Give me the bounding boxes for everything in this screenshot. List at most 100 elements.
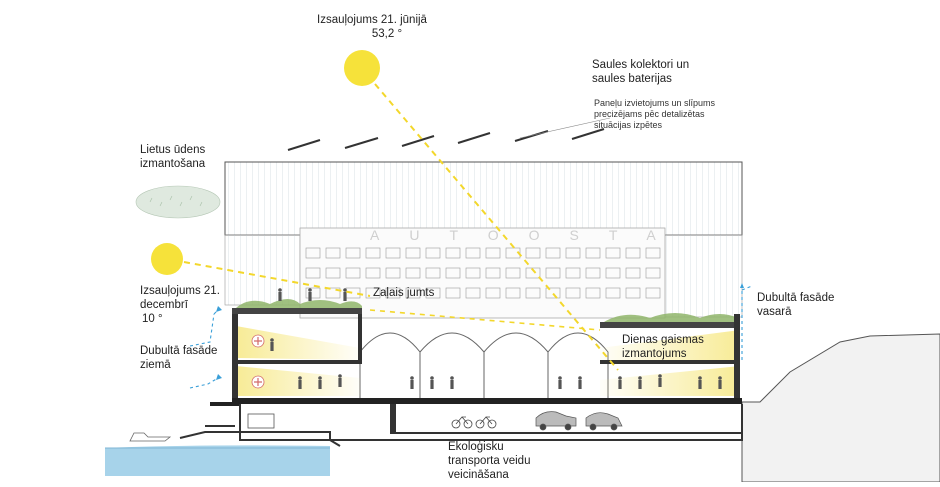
window (325, 247, 341, 259)
window (505, 287, 521, 299)
person-body (618, 380, 622, 389)
window (545, 267, 561, 279)
person-head (410, 376, 414, 380)
window (525, 287, 541, 299)
window (305, 287, 321, 299)
window (345, 267, 361, 279)
van (247, 413, 275, 429)
window (465, 267, 481, 279)
window (365, 287, 381, 299)
person-body (698, 380, 702, 389)
window (565, 287, 581, 299)
airflow-arrows-summer (741, 285, 753, 360)
window (425, 247, 441, 259)
person-head (318, 376, 322, 380)
window (385, 247, 401, 259)
window (445, 287, 461, 299)
rain-cloud (135, 185, 221, 219)
window (545, 287, 561, 299)
window (325, 267, 341, 279)
person-body (578, 380, 582, 389)
people (270, 288, 722, 389)
window (445, 247, 461, 259)
window (505, 247, 521, 259)
person-body (410, 380, 414, 389)
window (365, 267, 381, 279)
person-body (718, 380, 722, 389)
window (505, 267, 521, 279)
person-head (278, 288, 282, 292)
window (585, 287, 601, 299)
window (625, 247, 641, 259)
quay-wall (179, 431, 341, 447)
person-body (638, 380, 642, 389)
person-head (558, 376, 562, 380)
person-body (298, 380, 302, 389)
person-head (718, 376, 722, 380)
person-head (638, 376, 642, 380)
window (605, 267, 621, 279)
window (385, 287, 401, 299)
person-head (338, 374, 342, 378)
window (585, 247, 601, 259)
ground-slab (232, 398, 742, 404)
person-body (270, 342, 274, 351)
green-roof-label: Zaļais jumts (373, 287, 435, 299)
window (525, 247, 541, 259)
window (605, 247, 621, 259)
cars (535, 411, 623, 431)
window (365, 247, 381, 259)
window (625, 267, 641, 279)
window (605, 287, 621, 299)
window (305, 267, 321, 279)
winter-light-beam-upper (236, 326, 360, 360)
existing-building (299, 227, 666, 319)
window (445, 267, 461, 279)
window (405, 287, 421, 299)
person-body (658, 378, 662, 387)
building-sign: AUTOOSTA (370, 227, 686, 243)
person-head (298, 376, 302, 380)
building-windows (305, 247, 661, 299)
winter-light-beam-lower (236, 366, 360, 396)
terrain-right (741, 333, 940, 483)
person-body (278, 292, 282, 301)
window (425, 287, 441, 299)
person-head (308, 288, 312, 292)
window (385, 267, 401, 279)
window (485, 267, 501, 279)
person-head (578, 376, 582, 380)
person-body (338, 378, 342, 387)
window (565, 267, 581, 279)
person-body (558, 380, 562, 389)
summer-sun-ray (374, 83, 619, 371)
window (465, 287, 481, 299)
window (645, 287, 661, 299)
double-facade-upper (224, 161, 743, 236)
summer-light-beam-upper (600, 330, 740, 360)
person-body (343, 292, 347, 301)
person-head (698, 376, 702, 380)
summer-light-beam-lower (600, 366, 740, 396)
window (485, 247, 501, 259)
person-body (308, 292, 312, 301)
window (425, 267, 441, 279)
window (345, 247, 361, 259)
summer-sun-label: Izsauļojums 21. jūnijā 53,2 ° (317, 14, 427, 40)
person-body (318, 380, 322, 389)
green-roof-right (600, 322, 740, 328)
window (545, 247, 561, 259)
person-body (450, 380, 454, 389)
window (405, 247, 421, 259)
window (325, 287, 341, 299)
boat (129, 432, 172, 442)
window (645, 247, 661, 259)
